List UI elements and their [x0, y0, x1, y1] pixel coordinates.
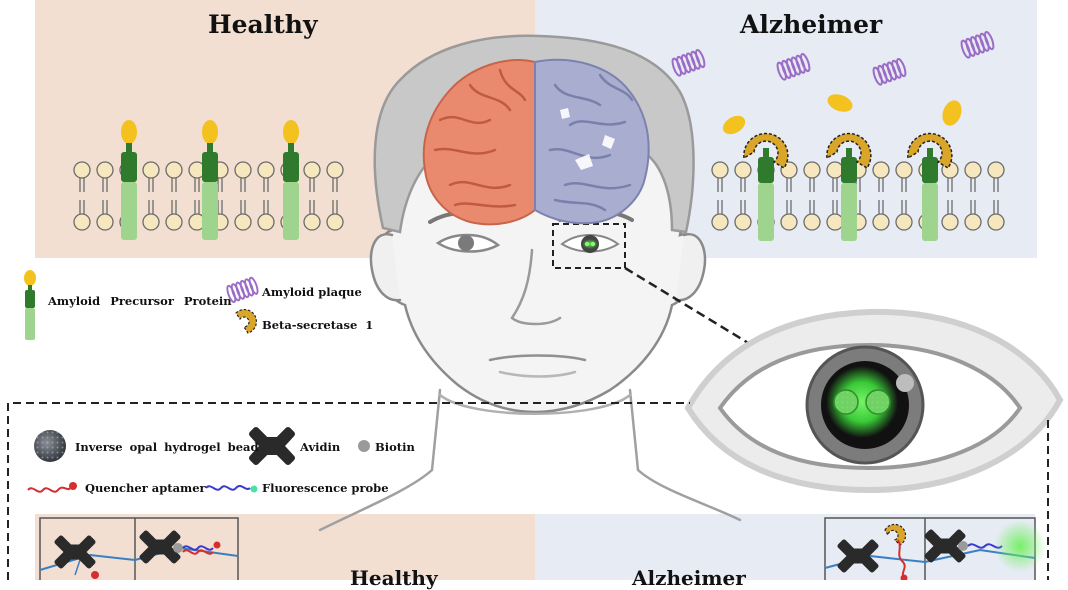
lipid-head — [872, 161, 890, 179]
legend-probe-icon — [205, 485, 258, 493]
app-protein — [202, 120, 218, 240]
app-protein-cleaved — [826, 132, 872, 241]
healthy-app-proteins — [121, 120, 299, 240]
lipid-head — [711, 213, 729, 231]
bottom-healthy-panel — [35, 514, 535, 580]
cleaved-fragment — [942, 100, 962, 126]
legend-plaque-icon — [226, 276, 259, 303]
legend-bace-label: Beta-secretase 1 — [262, 318, 374, 332]
alzheimer-title: Alzheimer — [740, 10, 883, 39]
lipid-head — [941, 213, 959, 231]
legend-plaque-label: Amyloid plaque — [262, 285, 362, 299]
legend-bace-icon — [235, 309, 257, 334]
lipid-head — [234, 161, 252, 179]
amyloid-plaque-coil — [776, 53, 811, 81]
legend-bead-label: Inverse opal hydrogel bead — [75, 440, 259, 454]
right-eye — [560, 234, 620, 253]
lipid-head — [826, 213, 844, 231]
bottom-alzheimer-title: Alzheimer — [632, 566, 746, 590]
legend-avidin-label: Avidin — [300, 440, 341, 454]
lipid-head — [257, 213, 275, 231]
legend-biotin-label: Biotin — [375, 440, 415, 454]
app-protein-cleaved — [743, 132, 789, 241]
lipid-head — [326, 213, 344, 231]
bottom-healthy-cartoon — [39, 517, 239, 580]
lipid-head — [142, 213, 160, 231]
lipid-head — [734, 213, 752, 231]
app-protein — [121, 120, 137, 240]
lipid-head — [257, 161, 275, 179]
zoomed-eye — [684, 308, 1064, 494]
amyloid-plaques — [671, 31, 995, 86]
lipid-head — [964, 213, 982, 231]
alzheimer-app-proteins — [722, 94, 962, 241]
lipid-head — [826, 161, 844, 179]
lipid-head — [303, 161, 321, 179]
alzheimer-membrane — [711, 161, 1005, 231]
legend-app-icon — [24, 270, 36, 340]
brain-healthy-half — [422, 59, 536, 226]
lipid-head — [165, 213, 183, 231]
legend-biotin-icon — [358, 440, 370, 452]
legend-app-label: Amyloid Precursor Protein — [48, 294, 232, 308]
lipid-head — [895, 161, 913, 179]
lipid-head — [780, 213, 798, 231]
amyloid-plaque-coil — [671, 49, 706, 77]
legend-bead-icon — [34, 430, 66, 462]
lipid-head — [234, 213, 252, 231]
legend-quencher-label: Quencher aptamer — [85, 481, 206, 495]
lipid-head — [73, 161, 91, 179]
lipid-head — [142, 161, 160, 179]
lipid-head — [964, 161, 982, 179]
lipid-head — [326, 161, 344, 179]
lipid-head — [987, 213, 1005, 231]
legend-quencher-icon — [27, 482, 77, 493]
lipid-head — [803, 213, 821, 231]
legend-probe-label: Fluorescence probe — [262, 481, 389, 495]
lipid-head — [73, 213, 91, 231]
healthy-title: Healthy — [208, 10, 318, 39]
app-protein — [283, 120, 299, 240]
amyloid-plaque-coil — [226, 276, 259, 303]
cleaved-fragment — [827, 94, 853, 112]
cleaved-fragment — [722, 115, 746, 135]
app-protein-cleaved — [907, 132, 953, 241]
lipid-head — [303, 213, 321, 231]
bottom-healthy-title: Healthy — [350, 566, 438, 590]
lipid-head — [711, 161, 729, 179]
lipid-head — [165, 161, 183, 179]
lipid-head — [803, 161, 821, 179]
lipid-head — [987, 161, 1005, 179]
lipid-head — [872, 213, 890, 231]
lipid-head — [895, 213, 913, 231]
amyloid-plaque-coil — [960, 31, 995, 59]
lipid-head — [734, 161, 752, 179]
lipid-head — [96, 161, 114, 179]
brain-alzheimer-half — [534, 58, 650, 225]
legend-avidin-icon — [249, 427, 295, 465]
bottom-alzheimer-cartoon — [824, 517, 1046, 580]
lipid-head — [96, 213, 114, 231]
legend-dashed-box — [7, 402, 1049, 580]
amyloid-plaque-coil — [872, 58, 907, 86]
